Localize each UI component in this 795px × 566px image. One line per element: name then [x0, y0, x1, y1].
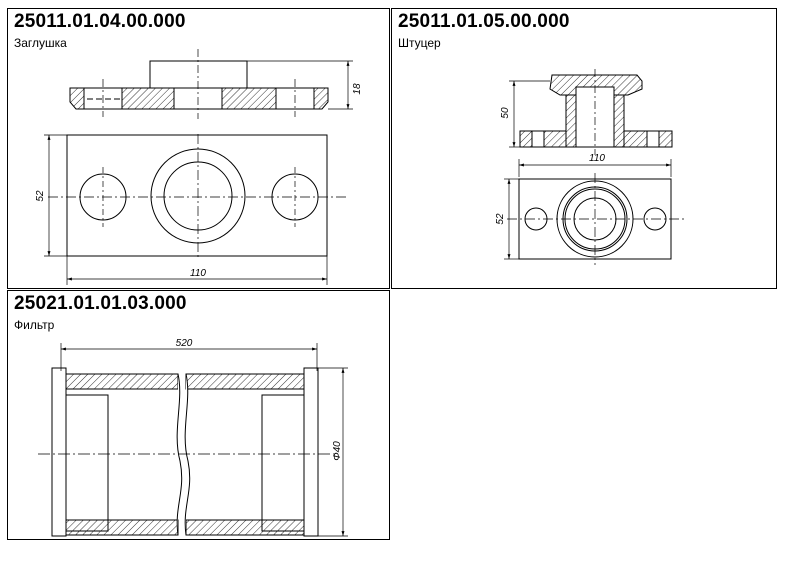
dimension-length	[66, 256, 328, 285]
dim-length-label: 110	[190, 268, 206, 279]
dimension-width	[504, 178, 519, 260]
dim-height-label: 50	[500, 107, 511, 119]
part-name: Штуцер	[398, 36, 441, 50]
dim-diameter-label: Φ40	[332, 441, 343, 461]
part-cell-filtr: 25021.01.01.03.000 Фильтр 520	[7, 290, 390, 540]
dim-width-label: 52	[35, 190, 46, 202]
dimension-diameter	[318, 367, 348, 537]
filter-body	[38, 367, 338, 537]
drawing-zaglushka: 18 52 110	[35, 49, 363, 285]
section-view	[69, 49, 329, 119]
part-name: Заглушка	[14, 36, 67, 50]
part-code: 25021.01.01.03.000	[14, 293, 187, 314]
plan-view	[507, 173, 684, 265]
part-cell-zaglushka: 25011.01.04.00.000 Заглушка 18	[7, 8, 390, 289]
dimension-height	[509, 80, 550, 148]
part-code: 25011.01.04.00.000	[14, 11, 186, 32]
plan-view	[48, 134, 348, 259]
part-code: 25011.01.05.00.000	[398, 11, 570, 32]
dimension-length	[60, 343, 318, 371]
dim-length-label: 110	[589, 153, 605, 164]
dimension-length	[518, 159, 672, 177]
drawing-filtr: 520 Φ40	[38, 338, 348, 537]
part-name: Фильтр	[14, 318, 55, 332]
section-view	[519, 69, 673, 155]
dim-width-label: 52	[495, 213, 506, 225]
drawing-shtutser: 50 110 52	[495, 69, 684, 265]
dim-height-label: 18	[352, 83, 363, 95]
dimension-width	[44, 134, 67, 257]
dim-length-label: 520	[176, 338, 193, 349]
dimension-height	[247, 60, 353, 110]
part-cell-shtutser: 25011.01.05.00.000 Штуцер 50 110	[391, 8, 777, 289]
